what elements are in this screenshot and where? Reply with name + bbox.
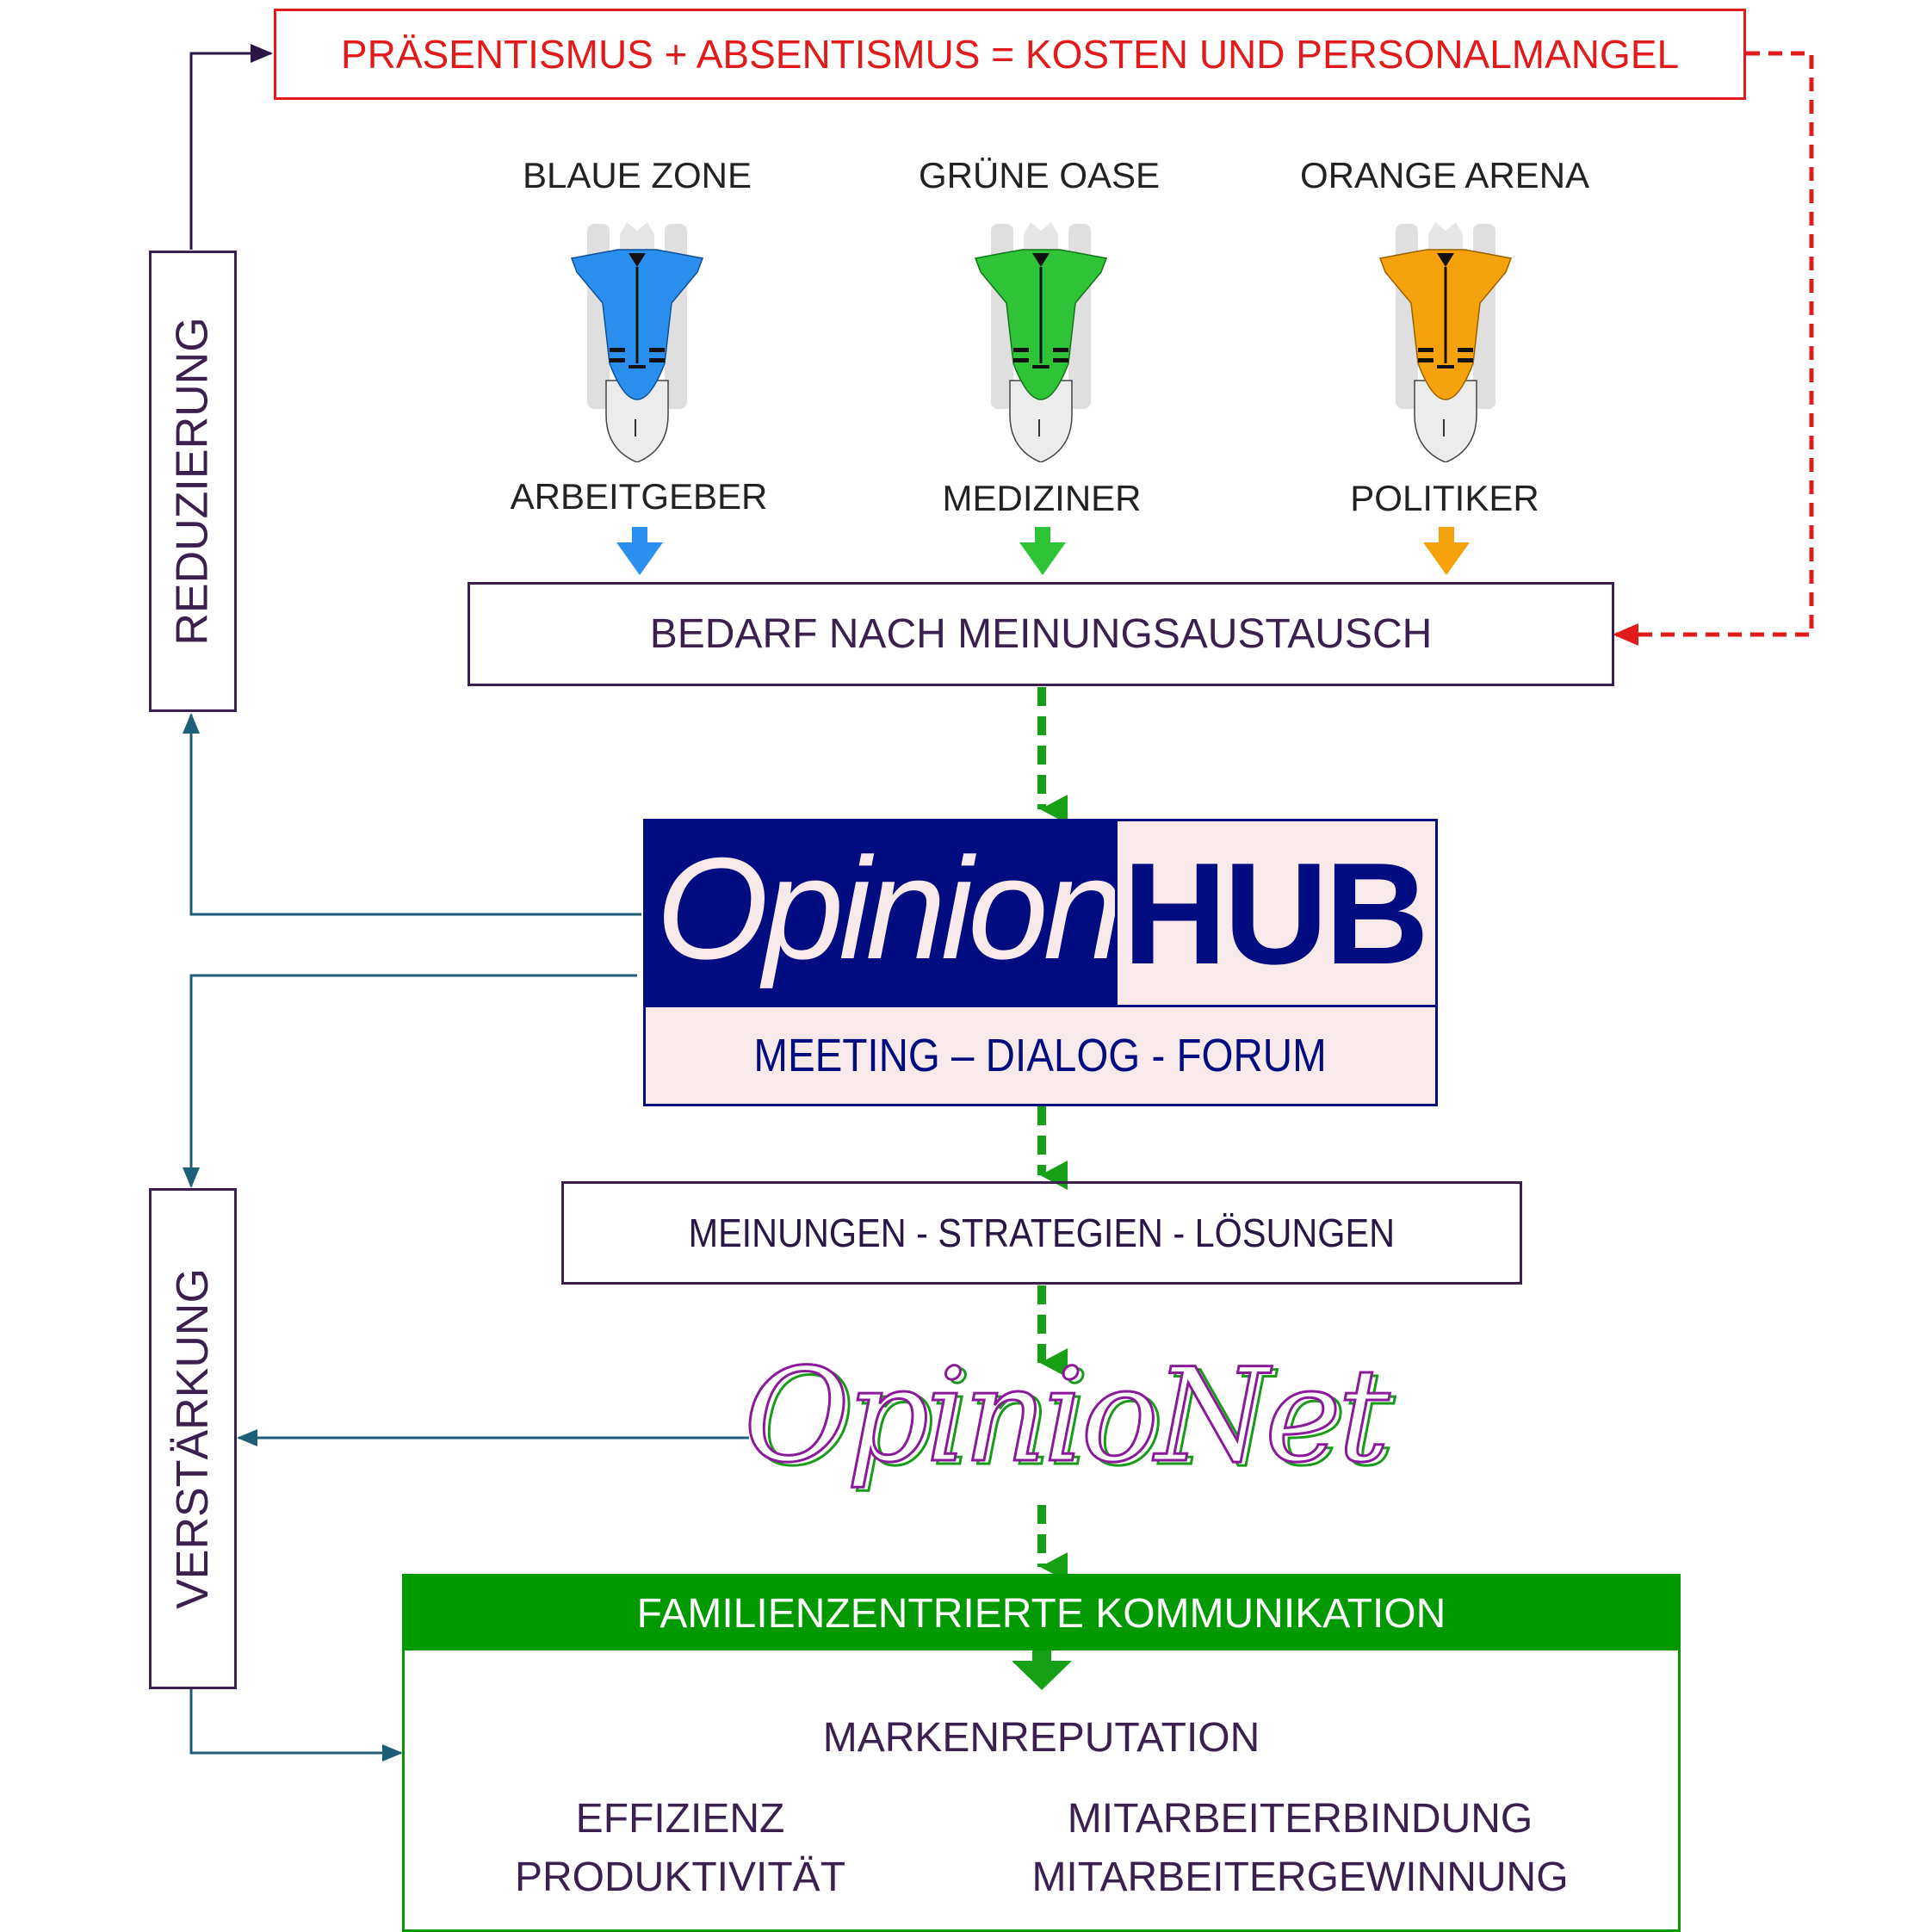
brand-reputation: MARKENREPUTATION bbox=[822, 1715, 1260, 1761]
stakeholder-arrow-orange bbox=[1423, 527, 1470, 575]
stakeholder-arrow-green bbox=[1019, 527, 1066, 575]
hub-divider bbox=[646, 1005, 1435, 1007]
costs-to-need-feedback-arrow bbox=[1613, 51, 1814, 646]
shuttle-icon-green bbox=[974, 222, 1108, 462]
hub-hub-text: HUB bbox=[1123, 833, 1429, 994]
reinforcement-to-family-arrow bbox=[189, 1687, 403, 1762]
family-header: FAMILIENZENTRIERTE KOMMUNIKATION bbox=[405, 1576, 1678, 1650]
family-header-text: FAMILIENZENTRIERTE KOMMUNIKATION bbox=[636, 1590, 1446, 1637]
costs-box-text: PRÄSENTISMUS + ABSENTISMUS = KOSTEN UND … bbox=[340, 32, 1680, 77]
zone-title-blue: BLAUE ZONE bbox=[522, 155, 752, 195]
stakeholder-arrow-blue bbox=[616, 527, 663, 575]
hub-to-reduction-arrow bbox=[183, 713, 641, 916]
stakeholder-label-politicians: POLITIKER bbox=[1350, 478, 1539, 518]
family-down-arrow bbox=[1012, 1650, 1072, 1690]
reduction-to-costs-arrow bbox=[189, 44, 273, 250]
zone-title-green: GRÜNE OASE bbox=[918, 155, 1161, 195]
opinionet-logo: OpinioNet OpinioNet bbox=[740, 1341, 1396, 1507]
need-box-text: BEDARF NACH MEINUNGSAUSTAUSCH bbox=[649, 611, 1433, 657]
reduction-label: REDUZIERUNG bbox=[168, 317, 218, 646]
zone-title-orange: ORANGE ARENA bbox=[1299, 155, 1590, 195]
reduction-box: REDUZIERUNG bbox=[149, 251, 237, 712]
stakeholder-label-doctors: MEDIZINER bbox=[942, 478, 1142, 518]
productivity-label: PRODUKTIVITÄT bbox=[514, 1855, 846, 1900]
opinion-hub-logo: Opinion HUB MEETING – DIALOG - FORUM bbox=[643, 819, 1438, 1106]
employee-recruitment-label: MITARBEITERGEWINNUNG bbox=[1031, 1855, 1569, 1900]
efficiency-label: EFFIZIENZ bbox=[575, 1796, 785, 1842]
costs-box: PRÄSENTISMUS + ABSENTISMUS = KOSTEN UND … bbox=[274, 9, 1746, 100]
opinionet-text: OpinioNet bbox=[742, 1341, 1390, 1493]
results-box: MEINUNGEN - STRATEGIEN - LÖSUNGEN bbox=[561, 1181, 1522, 1285]
reinforcement-label: VERSTÄRKUNG bbox=[168, 1268, 218, 1609]
hub-subtitle: MEETING – DIALOG - FORUM bbox=[753, 1030, 1328, 1081]
hub-to-reinforcement-arrow bbox=[183, 974, 637, 1188]
hub-subtitle-bar: MEETING – DIALOG - FORUM bbox=[646, 1007, 1435, 1104]
hub-opinion-text: Opinion bbox=[656, 827, 1124, 989]
shuttle-icon-blue bbox=[570, 222, 704, 462]
stakeholder-label-employer: ARBEITGEBER bbox=[510, 476, 768, 517]
hub-opinion-panel: Opinion bbox=[646, 821, 1124, 1005]
shuttle-icon-orange bbox=[1378, 222, 1513, 462]
need-box: BEDARF NACH MEINUNGSAUSTAUSCH bbox=[468, 582, 1614, 686]
employee-retention-label: MITARBEITERBINDUNG bbox=[1067, 1796, 1533, 1842]
family-box: FAMILIENZENTRIERTE KOMMUNIKATION MARKENR… bbox=[402, 1574, 1681, 1932]
results-box-text: MEINUNGEN - STRATEGIEN - LÖSUNGEN bbox=[688, 1211, 1396, 1255]
hub-hub-panel: HUB bbox=[1115, 821, 1435, 1005]
reinforcement-box: VERSTÄRKUNG bbox=[149, 1188, 237, 1689]
opinionet-text-shadow: OpinioNet bbox=[747, 1344, 1396, 1496]
